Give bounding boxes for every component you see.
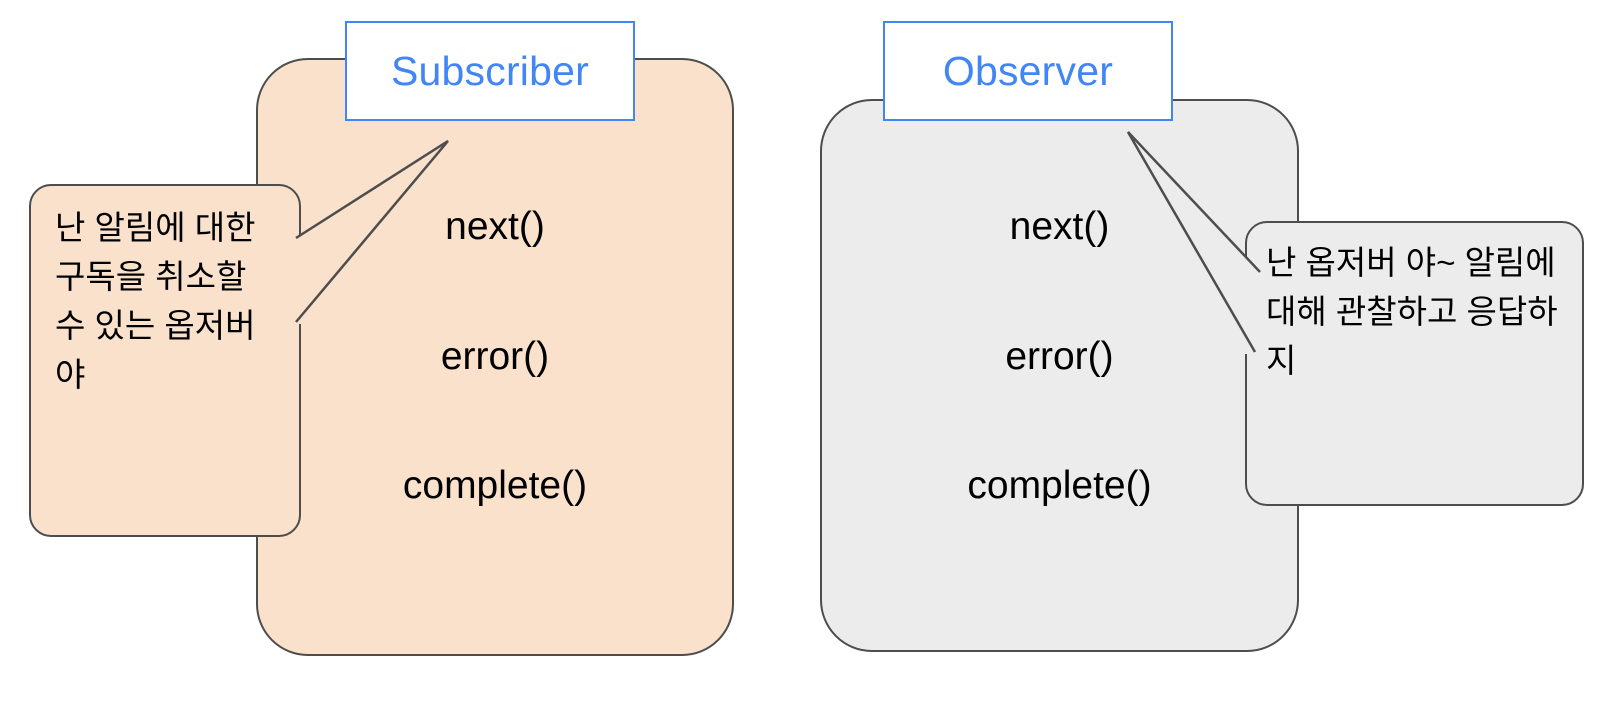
observer-callout-text: 난 옵저버 야~ 알림에 대해 관찰하고 응답하지: [1266, 244, 1558, 379]
subscriber-tail-seam: [293, 236, 303, 324]
subscriber-card: [256, 58, 734, 656]
observer-method-next: next(): [1009, 205, 1110, 248]
observer-method-complete: complete(): [967, 464, 1152, 507]
subscriber-tail-outline: [295, 139, 449, 323]
subscriber-title-text: Subscriber: [391, 47, 589, 94]
subscriber-method-complete: complete(): [402, 464, 588, 507]
subscriber-title-box: Subscriber: [345, 21, 635, 121]
subscriber-callout-bubble: [29, 184, 301, 537]
subscriber-method-next: next(): [445, 205, 545, 248]
observer-method-error: error(): [1005, 335, 1114, 378]
observer-title-box: Observer: [883, 21, 1173, 121]
subscriber-callout-text: 난 알림에 대한 구독을 취소할 수 있는 옵저버야: [55, 209, 256, 393]
observer-tail-outline: [1126, 131, 1261, 353]
observer-tail-seam: [1243, 270, 1257, 354]
observer-callout-bubble: [1245, 221, 1584, 506]
observer-title-text: Observer: [942, 47, 1114, 94]
subscriber-method-error: error(): [440, 335, 550, 378]
observer-card: [820, 99, 1299, 652]
